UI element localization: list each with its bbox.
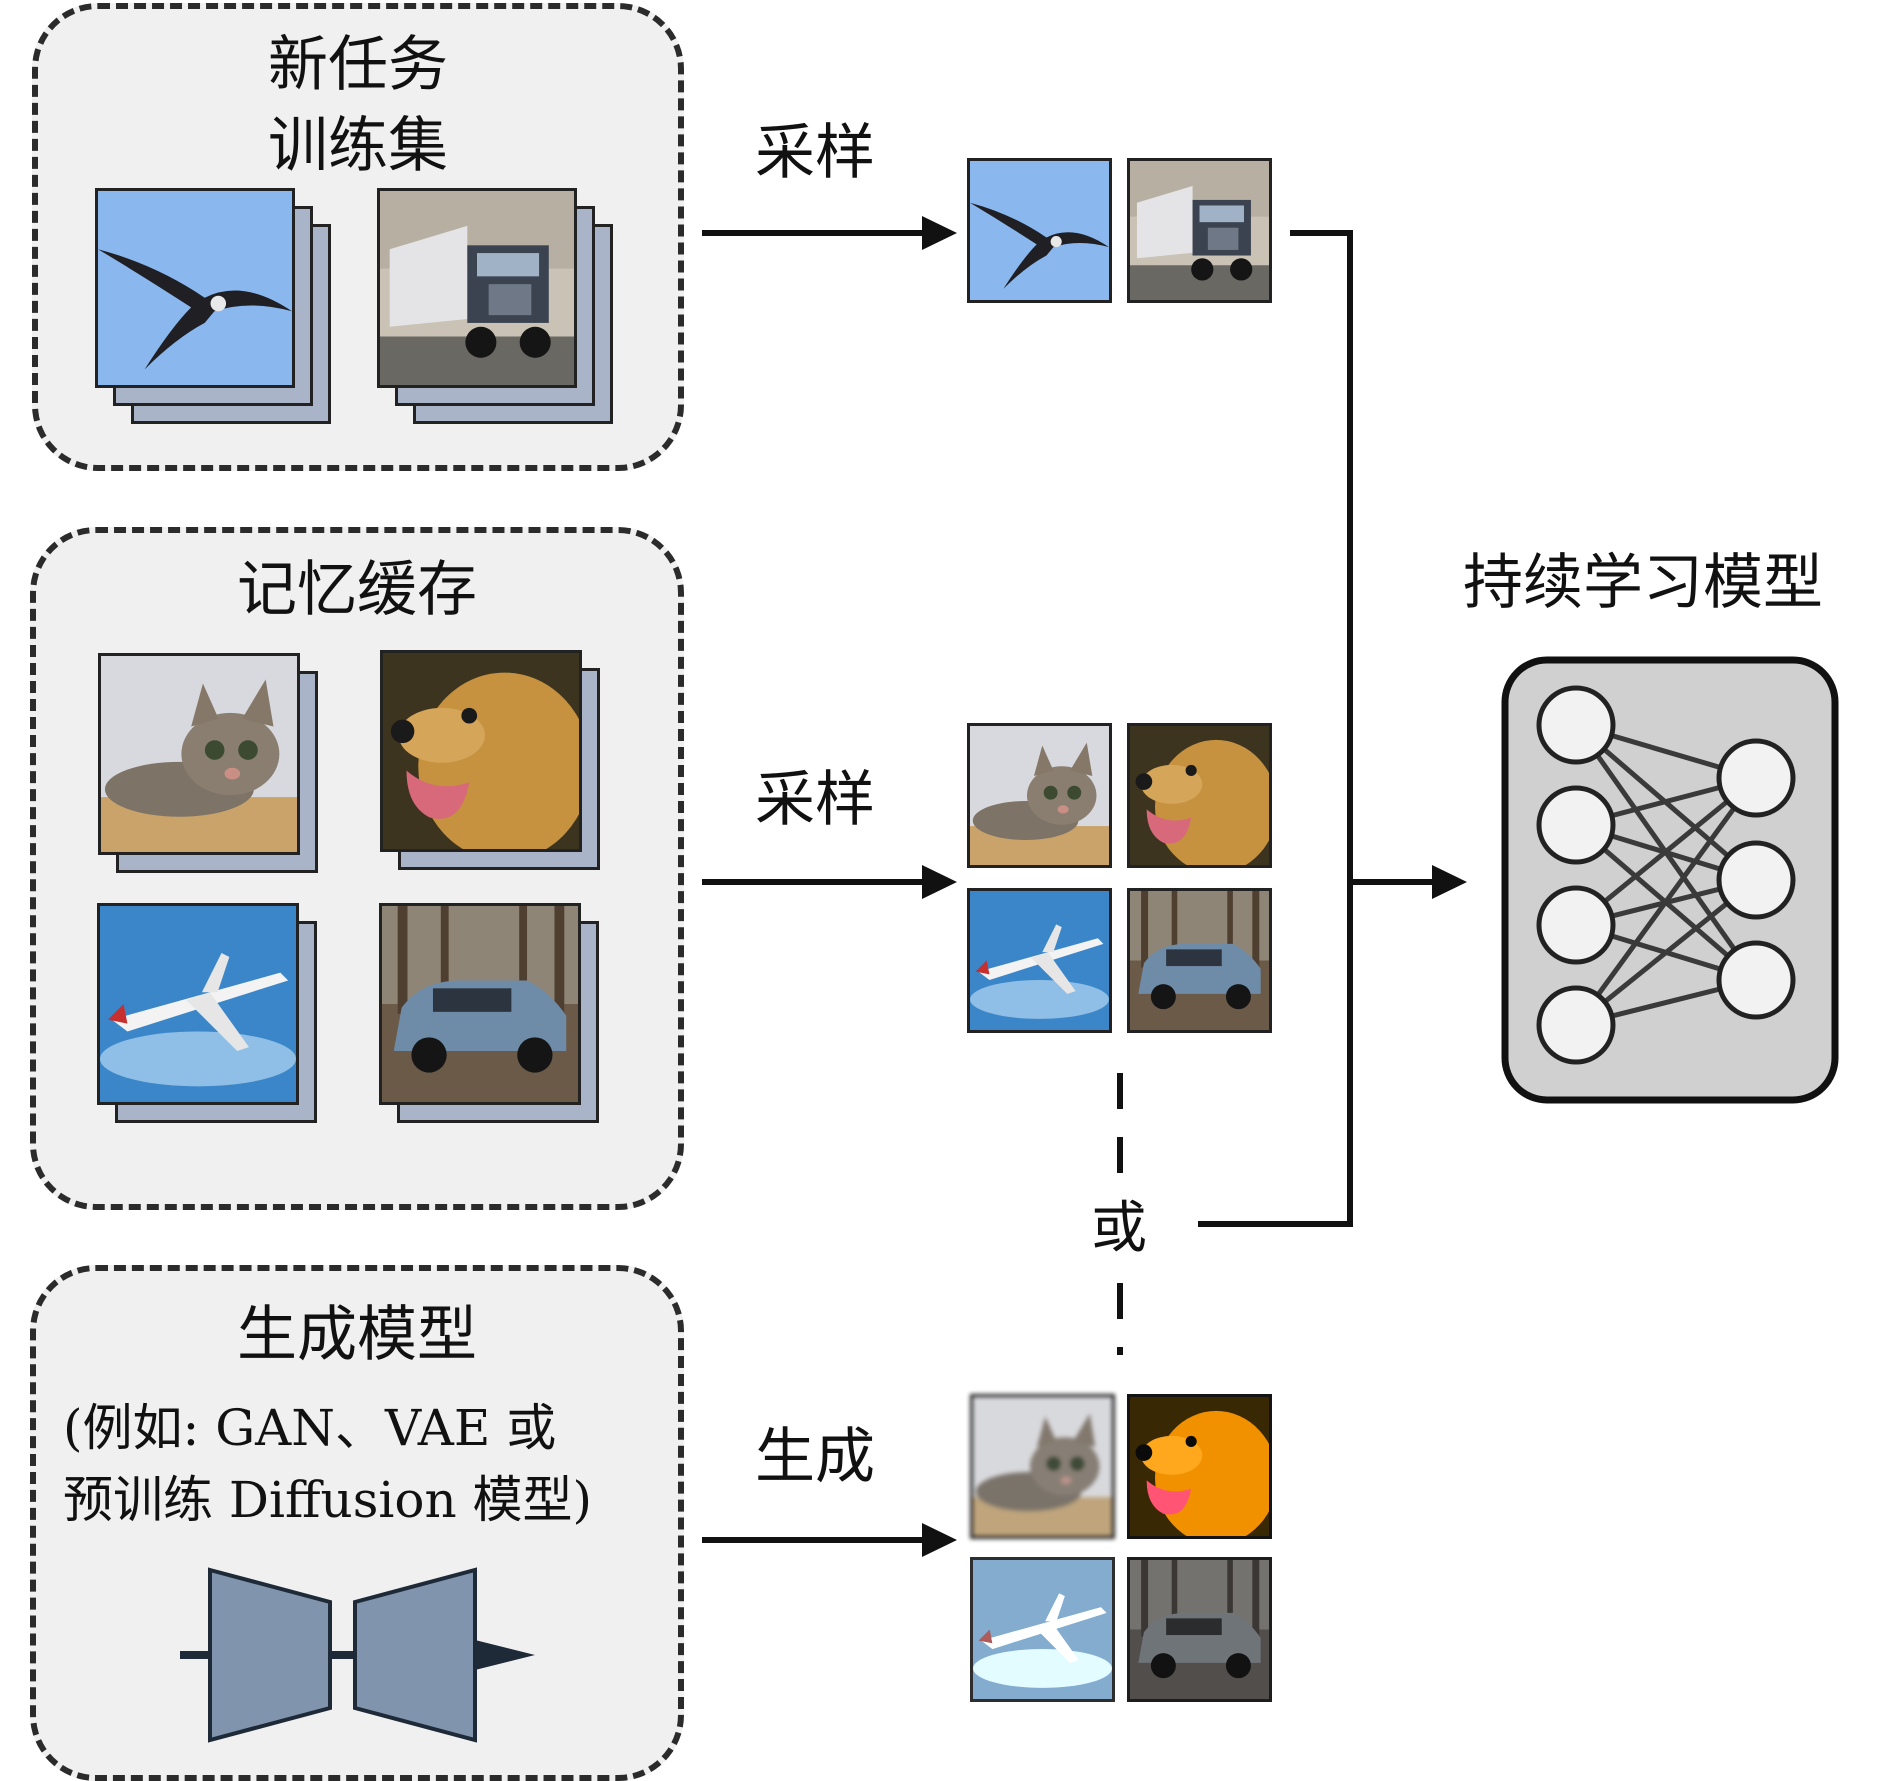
generated-suv-thumb: [1127, 1557, 1272, 1702]
generative-subtitle-line1: (例如: GAN、VAE 或: [63, 1399, 557, 1457]
image-stack-suv: [379, 903, 599, 1123]
generated-airplane-thumb: [970, 1557, 1115, 1702]
image-stack-truck: [377, 188, 613, 424]
sampled-cat-thumb: [967, 723, 1112, 868]
sampled-bird-thumb: [967, 158, 1112, 303]
generated-cat-thumb: [970, 1394, 1115, 1539]
image-stack-airplane: [97, 903, 317, 1123]
truck-image: [377, 188, 577, 388]
generative-box: [30, 1265, 684, 1781]
generative-title: 生成模型: [237, 1300, 477, 1370]
image-stack-cat: [98, 653, 318, 873]
sampled-truck-thumb: [1127, 158, 1272, 303]
generated-dog-thumb: [1127, 1394, 1272, 1539]
airplane-image: [97, 903, 299, 1105]
suv-image: [379, 903, 581, 1105]
sample-label-middle: 采样: [755, 765, 875, 835]
encoder-decoder-icon: [180, 1567, 535, 1743]
image-stack-dog: [380, 650, 600, 870]
bird-image: [95, 188, 295, 388]
generative-subtitle-line2: 预训练 Diffusion 模型): [63, 1471, 593, 1529]
new-task-title-line1: 新任务: [268, 30, 448, 100]
sample-label-top: 采样: [755, 118, 875, 188]
neural-network-icon: [1501, 656, 1839, 1104]
new-task-title-line2: 训练集: [268, 111, 448, 181]
memory-title: 记忆缓存: [237, 555, 477, 625]
continual-model-title: 持续学习模型: [1463, 548, 1823, 618]
image-stack-bird: [95, 188, 331, 424]
sampled-suv-thumb: [1127, 888, 1272, 1033]
dog-image: [380, 650, 582, 852]
sampled-airplane-thumb: [967, 888, 1112, 1033]
generate-label: 生成: [755, 1422, 875, 1492]
cat-image: [98, 653, 300, 855]
or-label: 或: [1091, 1196, 1147, 1261]
sampled-dog-thumb: [1127, 723, 1272, 868]
